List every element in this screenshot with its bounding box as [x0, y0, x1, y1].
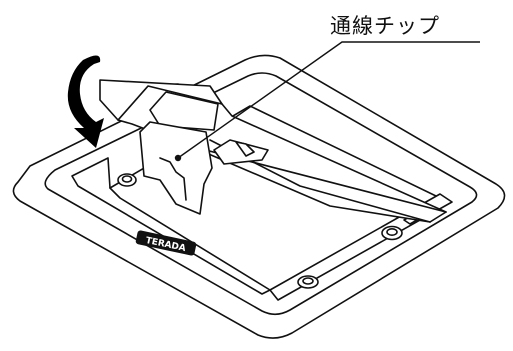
wiring-chip-body	[139, 121, 213, 215]
wiring-chip-notch	[159, 157, 187, 201]
corner-boss-bottom	[297, 275, 319, 289]
callout-leader-line	[177, 41, 480, 159]
hinge-blade	[235, 141, 255, 157]
curved-rotate-arrow-icon	[67, 55, 104, 148]
lid-back-flap	[99, 79, 223, 121]
corner-boss-left	[117, 173, 137, 187]
callout-label-wiring-chip: 通線チップ	[330, 14, 440, 38]
hinge-clip	[213, 139, 269, 165]
